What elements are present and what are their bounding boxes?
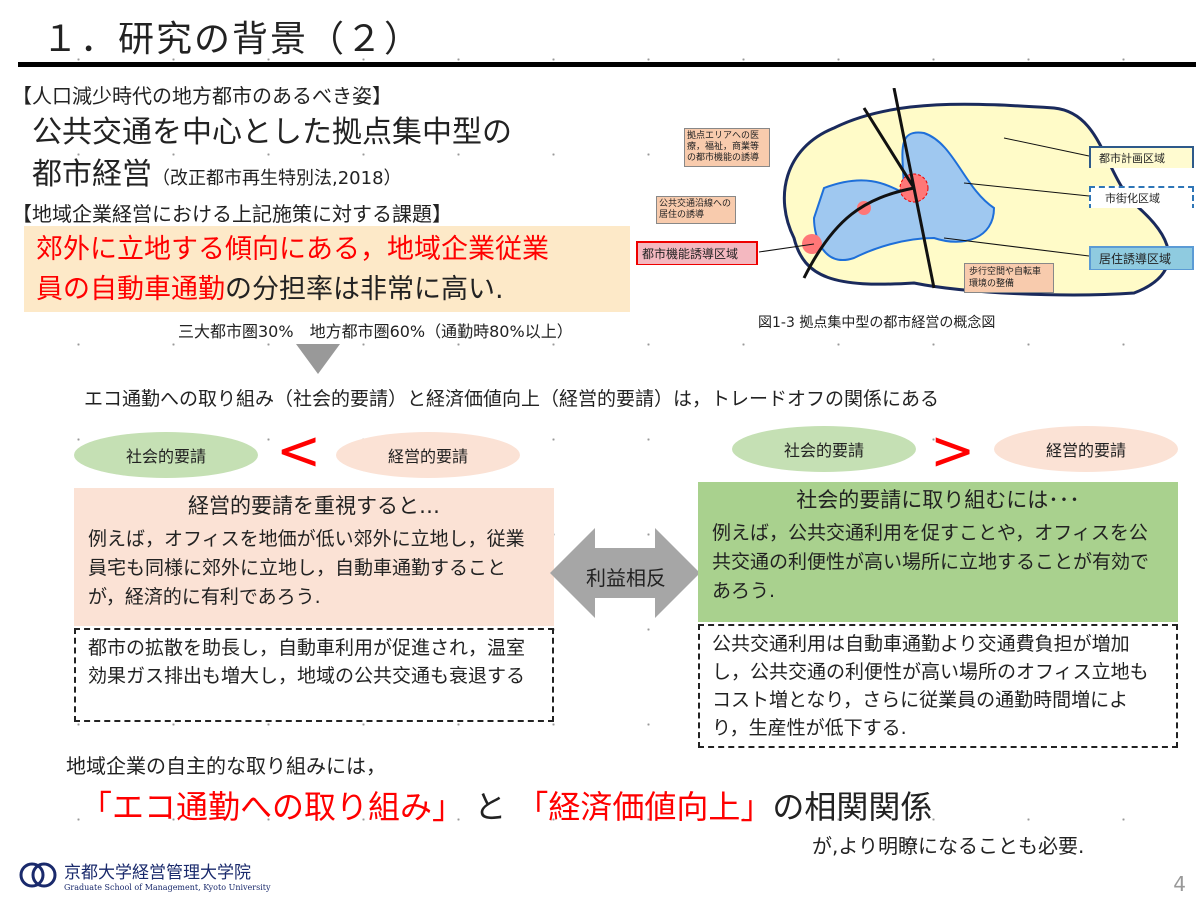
social-consequence-box: 公共交通利用は自動車通勤より交通費負担が増加し，公共交通の利便性が高い場所のオフ… [698, 624, 1178, 748]
label-transit: 公共交通沿線への居住の誘導 [656, 196, 736, 224]
leader-line [943, 237, 1090, 257]
business-demand-ellipse-left: 経営的要請 [336, 432, 520, 478]
slide-title: １．研究の背景（２） [42, 19, 423, 60]
tradeoff-statement: エコ通勤への取り組み（社会的要請）と経済価値向上（経営的要請）は，トレードオフの… [84, 388, 940, 410]
issue-red1: 郊外に立地する傾向にある，地域企業従業 [36, 234, 549, 265]
business-consequence-box: 都市の拡散を助長し，自動車利用が促進され，温室効果ガス排出も増大し，地域の公共交… [74, 628, 554, 722]
university-logo: 京都大学経営管理大学院 Graduate School of Managemen… [18, 858, 271, 892]
business-priority-heading: 経営的要請を重視すると… [188, 494, 440, 518]
conflict-double-arrow-icon [550, 528, 700, 618]
leader-line [963, 182, 1090, 197]
social-demand-ellipse-right: 社会的要請 [732, 426, 916, 472]
social-priority-body: 例えば，公共交通利用を促すことや，オフィスを公共交通の利便性が高い場所に立地する… [712, 522, 1150, 602]
main-statement: 公共交通を中心とした拠点集中型の 都市経営（改正都市再生特別法,2018） [32, 112, 512, 200]
label-planning-area: 都市計画区域 [1089, 146, 1194, 168]
section1-heading: 【人口減少時代の地方都市のあるべき姿】 [12, 84, 392, 108]
issue-callout: 郊外に立地する傾向にある，地域企業従業 員の自動車通勤の分担率は非常に高い. [24, 226, 630, 312]
social-priority-box: 社会的要請に取り組むには･･･ 例えば，公共交通利用を促すことや，オフィスを公共… [698, 482, 1178, 622]
page-number: 4 [1173, 872, 1186, 896]
conclusion-line2: 「エコ通勤への取り組み」 と 「経済価値向上」の相関関係 [80, 782, 932, 828]
city-concept-diagram: 拠点エリアへの医療，福祉，商業等の都市機能の誘導 公共交通沿線への居住の誘導 都… [636, 88, 1194, 297]
main-statement-line2: 都市経営 [32, 157, 152, 192]
logo-en: Graduate School of Management, Kyoto Uni… [64, 883, 271, 892]
business-priority-box: 経営的要請を重視すると… 例えば，オフィスを地価が低い郊外に立地し，従業員宅も同… [74, 488, 554, 626]
label-urbanization-area: 市街化区域 [1089, 186, 1194, 208]
title-rule [18, 62, 1196, 67]
transit-lines [802, 88, 936, 289]
down-arrow-icon [296, 344, 340, 374]
conclusion-line1: 地域企業の自主的な取り組みには， [66, 754, 386, 778]
leader-line [758, 243, 815, 253]
label-urban-function-area: 都市機能誘導区域 [636, 241, 758, 265]
commute-stats: 三大都市圏30% 地方都市圏60%（通勤時80%以上） [178, 322, 573, 341]
label-residence-area: 居住誘導区域 [1089, 246, 1194, 270]
issue-rest: の分担率は非常に高い. [225, 274, 504, 305]
figure-caption: 図1-3 拠点集中型の都市経営の概念図 [758, 315, 996, 331]
issue-red2: 員の自動車通勤 [36, 274, 225, 305]
business-priority-body: 例えば，オフィスを地価が低い郊外に立地し，従業員宅も同様に郊外に立地し，自動車通… [88, 528, 525, 608]
label-hub: 拠点エリアへの医療，福祉，商業等の都市機能の誘導 [684, 128, 770, 167]
main-statement-note: （改正都市再生特別法,2018） [152, 168, 402, 189]
business-demand-ellipse-right: 経営的要請 [994, 426, 1178, 472]
social-priority-heading: 社会的要請に取り組むには･･･ [796, 488, 1080, 512]
logo-jp: 京都大学経営管理大学院 [64, 863, 251, 883]
main-statement-line1: 公共交通を中心とした拠点集中型の [32, 115, 512, 150]
label-walkway: 歩行空間や自転車環境の整備 [964, 263, 1054, 293]
greater-than-symbol: > [930, 419, 976, 482]
conflict-label: 利益相反 [586, 566, 666, 590]
conclusion-econ: 「経済価値向上」 [516, 788, 773, 826]
conclusion-eco: 「エコ通勤への取り組み」 [80, 788, 465, 826]
conclusion-and: と [474, 788, 507, 826]
conclusion-line3: が,より明瞭になることも必要. [812, 834, 1085, 858]
leader-line [1003, 137, 1090, 157]
logo-rings-icon [19, 862, 57, 888]
section2-heading: 【地域企業経営における上記施策に対する課題】 [12, 202, 452, 226]
less-than-symbol: < [276, 419, 322, 482]
conclusion-rest: の相関関係 [772, 788, 933, 826]
social-demand-ellipse-left: 社会的要請 [74, 432, 258, 478]
